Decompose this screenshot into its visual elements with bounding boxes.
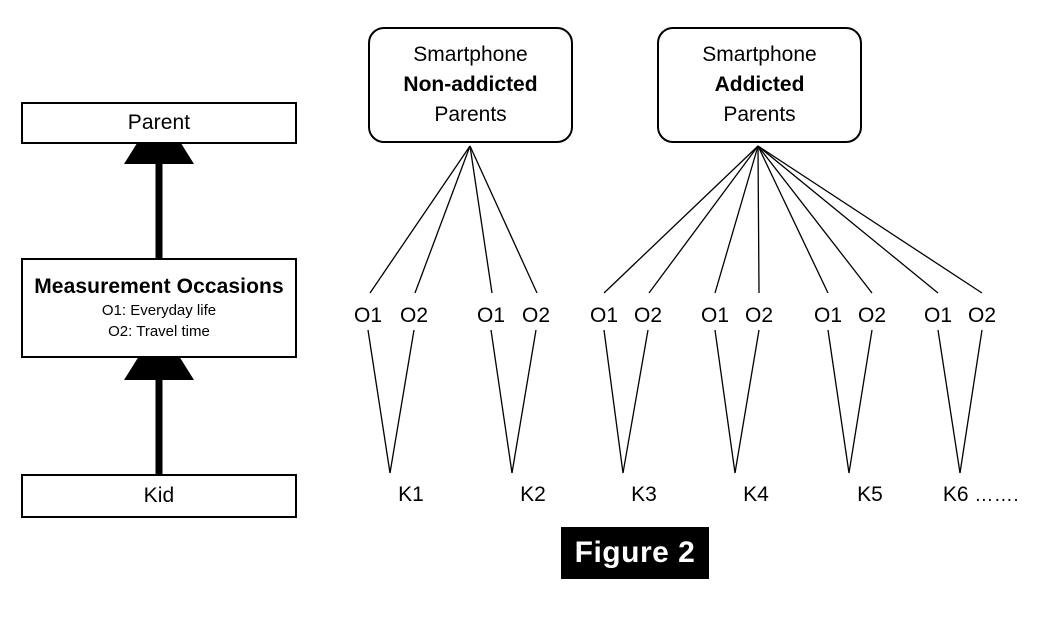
occasion-to-kid-edge [511,329,537,474]
parent-to-occasion-edge [757,145,939,294]
occasion-label-o1-0: O1 [353,304,382,327]
parent-to-occasion-edge [469,145,538,294]
parent-to-occasion-edge [603,145,759,294]
parent-to-occasion-edges [369,145,983,294]
occasion-label-o2-3: O2 [521,304,550,327]
occasion-to-kid-edge [389,329,415,474]
parent-node-addicted-line2: Addicted [714,73,805,96]
occasion-to-kid-edge [848,329,873,474]
occasion-to-kid-edge [622,329,649,474]
parent-node-non-addicted-line1: Smartphone [413,43,528,66]
occasion-label-o1-6: O1 [700,304,729,327]
occasion-label-o2-7: O2 [744,304,773,327]
parent-node-addicted-line1: Smartphone [702,43,817,66]
kid-label-k2: K2 [478,484,588,505]
parent-to-occasion-edge [714,145,759,294]
kid-label-k4: K4 [701,484,811,505]
parent-to-occasion-edge [757,145,760,294]
parent-node-non-addicted-line2: Non-addicted [403,73,538,96]
legend-occasion-o2: O2: Travel time [108,323,210,340]
occasion-label-o2-1: O2 [399,304,428,327]
occasion-label-o2-5: O2 [633,304,662,327]
occasion-to-kid-edge [490,329,513,474]
legend-box-kid: Kid [21,474,297,518]
kid-label-k1: K1 [356,484,466,505]
kid-label-text: K5 [857,483,883,506]
kid-label-ellipsis: ……. [968,485,1020,506]
parent-to-occasion-edge [648,145,759,294]
parent-node-non-addicted: Smartphone Non-addicted Parents [368,27,573,143]
occasion-label-o1-4: O1 [589,304,618,327]
legend-box-parent-title: Parent [127,111,191,134]
kid-label-k6: K6 ……. [926,484,1036,506]
parent-node-non-addicted-line3: Parents [434,103,507,126]
kid-label-k3: K3 [589,484,699,505]
legend-box-measurement-title: Measurement Occasions [34,275,284,298]
parent-node-addicted-line3: Parents [723,103,796,126]
legend-occasion-o1: O1: Everyday life [101,302,217,319]
occasion-label-o2-11: O2 [967,304,996,327]
parent-node-addicted: Smartphone Addicted Parents [657,27,862,143]
occasion-label-o1-8: O1 [813,304,842,327]
occasion-to-kid-edge [937,329,961,474]
parent-to-occasion-edge [469,145,493,294]
legend-box-measurement-occasions: Measurement Occasions O1: Everyday life … [21,258,297,358]
occasion-label-o2-9: O2 [857,304,886,327]
parent-to-occasion-edge [757,145,983,294]
occasion-to-kid-edge [714,329,736,474]
occasion-to-kid-edge [827,329,850,474]
occasion-to-kid-edge [959,329,983,474]
parent-to-occasion-edge [757,145,829,294]
kid-label-text: K6 [942,483,969,506]
kid-label-k5: K5 [815,484,925,505]
occasion-to-kid-edge [734,329,760,474]
parent-to-occasion-edge [757,145,873,294]
legend-box-kid-title: Kid [143,484,175,507]
kid-label-text: K2 [520,483,546,506]
kid-label-text: K1 [398,483,424,506]
parent-to-occasion-edge [369,145,471,294]
parent-to-occasion-edge [414,145,471,294]
occasion-to-kid-edge [603,329,624,474]
legend-box-parent: Parent [21,102,297,144]
occasion-to-kid-edge [367,329,391,474]
figure-caption: Figure 2 [561,527,709,579]
kid-label-text: K3 [631,483,657,506]
kid-label-text: K4 [743,483,769,506]
occasion-label-o1-10: O1 [923,304,952,327]
occasion-label-o1-2: O1 [476,304,505,327]
occasion-to-kid-edges [367,329,983,474]
